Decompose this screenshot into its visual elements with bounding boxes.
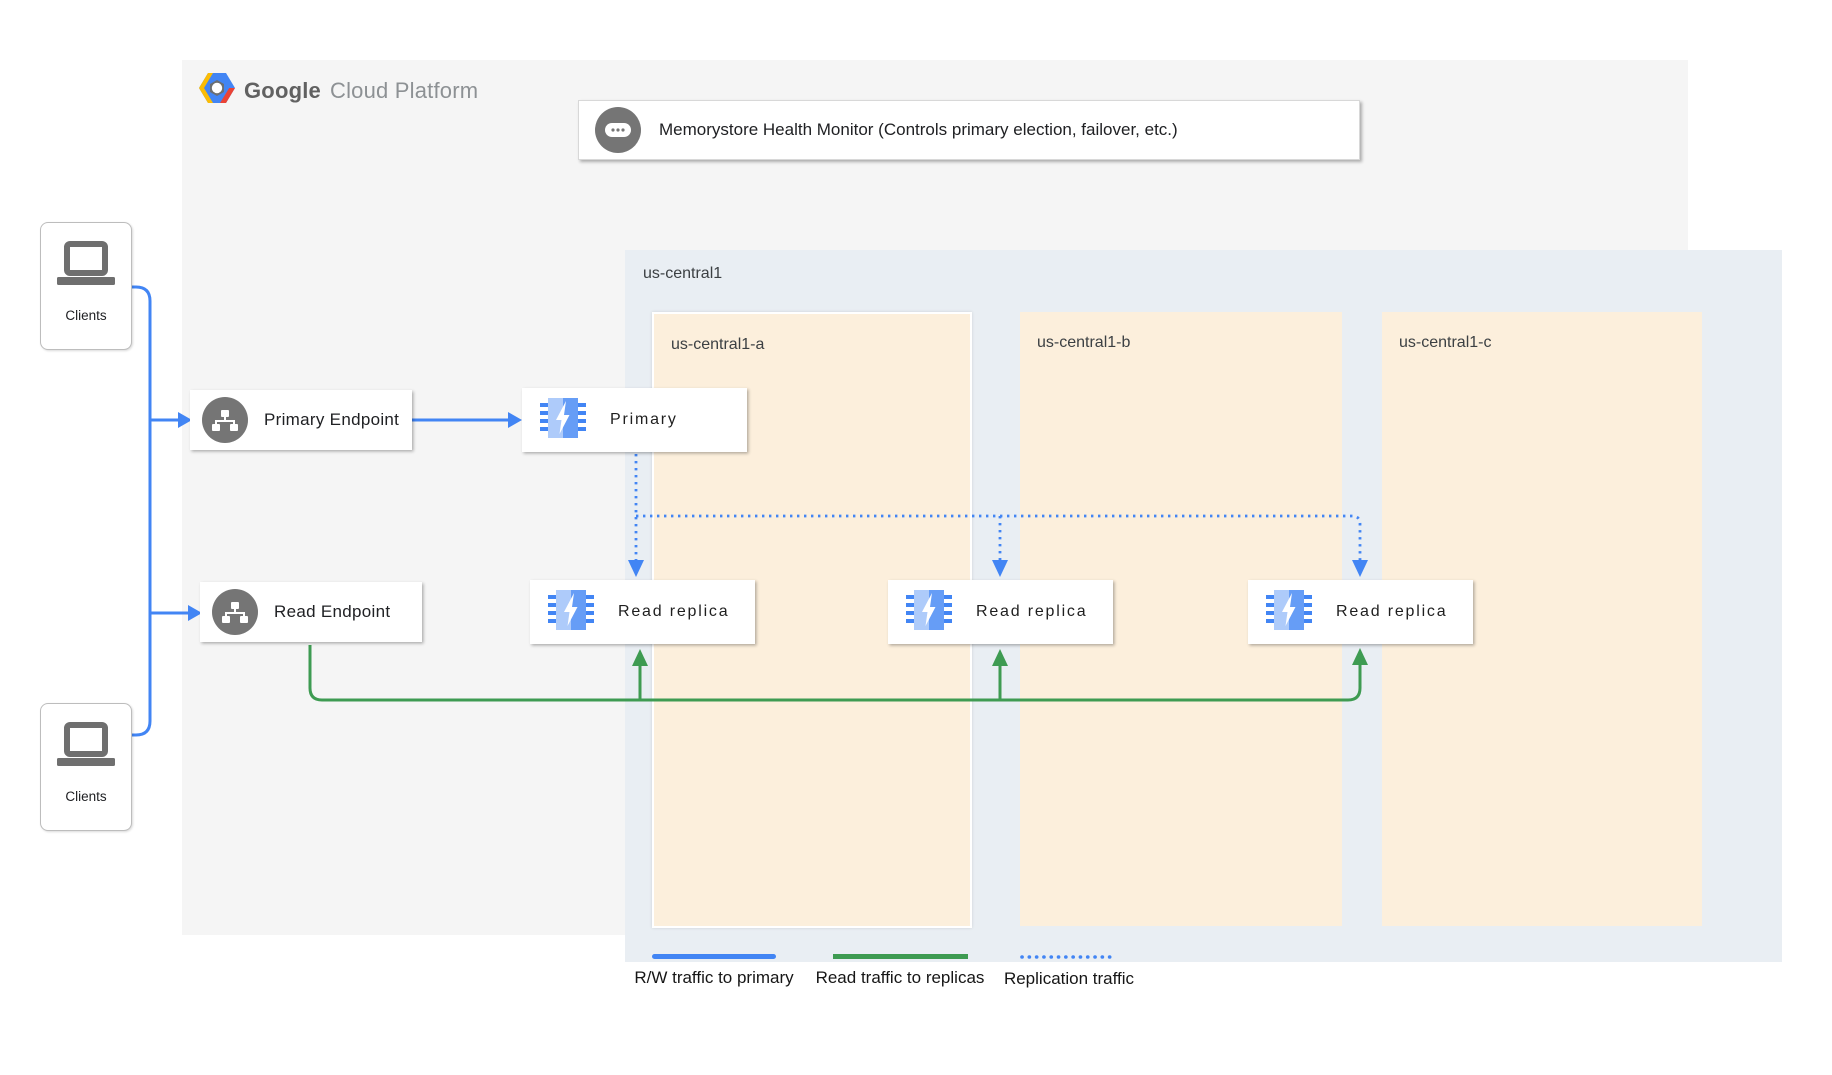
legend-item-replication-traffic: Replication traffic <box>959 954 1179 989</box>
zone-a-label: us-central1-a <box>671 336 765 353</box>
primary-node: Primary <box>522 388 747 452</box>
chat-ellipsis-icon <box>595 107 641 153</box>
clients-box-bottom: Clients <box>40 703 132 831</box>
read-replica-label: Read replica <box>1336 603 1448 620</box>
gcp-hexagon-icon <box>199 72 235 109</box>
read-replica-b: Read replica <box>888 580 1113 644</box>
read-endpoint-box: Read Endpoint <box>200 582 422 642</box>
legend-label: R/W traffic to primary <box>634 968 794 987</box>
clients-label: Clients <box>65 789 107 804</box>
health-monitor-label: Memorystore Health Monitor (Controls pri… <box>659 120 1178 139</box>
read-replica-c: Read replica <box>1248 580 1473 644</box>
legend-label: Read traffic to replicas <box>815 968 985 987</box>
memorystore-icon <box>548 589 594 636</box>
legend-label: Replication traffic <box>1003 969 1135 988</box>
legend-line-green-solid <box>832 954 968 959</box>
network-endpoint-icon <box>202 397 248 443</box>
region-label: us-central1 <box>643 265 723 282</box>
read-replica-a: Read replica <box>530 580 755 644</box>
legend-line-blue-dotted <box>1020 955 1118 959</box>
legend-item-rw-traffic: R/W traffic to primary <box>604 954 824 988</box>
read-replica-label: Read replica <box>618 603 730 620</box>
logo-text-google: Google <box>244 77 321 103</box>
zone-b-label: us-central1-b <box>1037 334 1131 351</box>
primary-endpoint-box: Primary Endpoint <box>190 390 412 450</box>
read-replica-label: Read replica <box>976 603 1088 620</box>
read-endpoint-label: Read Endpoint <box>274 602 391 621</box>
memorystore-icon <box>540 397 586 444</box>
logo-text-cloud-platform: Cloud Platform <box>329 77 479 103</box>
legend-line-blue-solid <box>652 954 776 959</box>
laptop-icon <box>54 241 118 294</box>
laptop-icon <box>54 722 118 775</box>
network-endpoint-icon <box>212 589 258 635</box>
legend-item-read-traffic: Read traffic to replicas <box>790 954 1010 988</box>
zone-c-label: us-central1-c <box>1399 334 1492 351</box>
memorystore-icon <box>906 589 952 636</box>
gcp-logo: Google Cloud Platform <box>199 72 478 109</box>
primary-node-label: Primary <box>610 411 678 428</box>
clients-box-top: Clients <box>40 222 132 350</box>
clients-label: Clients <box>65 308 107 323</box>
primary-endpoint-label: Primary Endpoint <box>264 410 400 429</box>
health-monitor-box: Memorystore Health Monitor (Controls pri… <box>578 100 1360 160</box>
memorystore-icon <box>1266 589 1312 636</box>
